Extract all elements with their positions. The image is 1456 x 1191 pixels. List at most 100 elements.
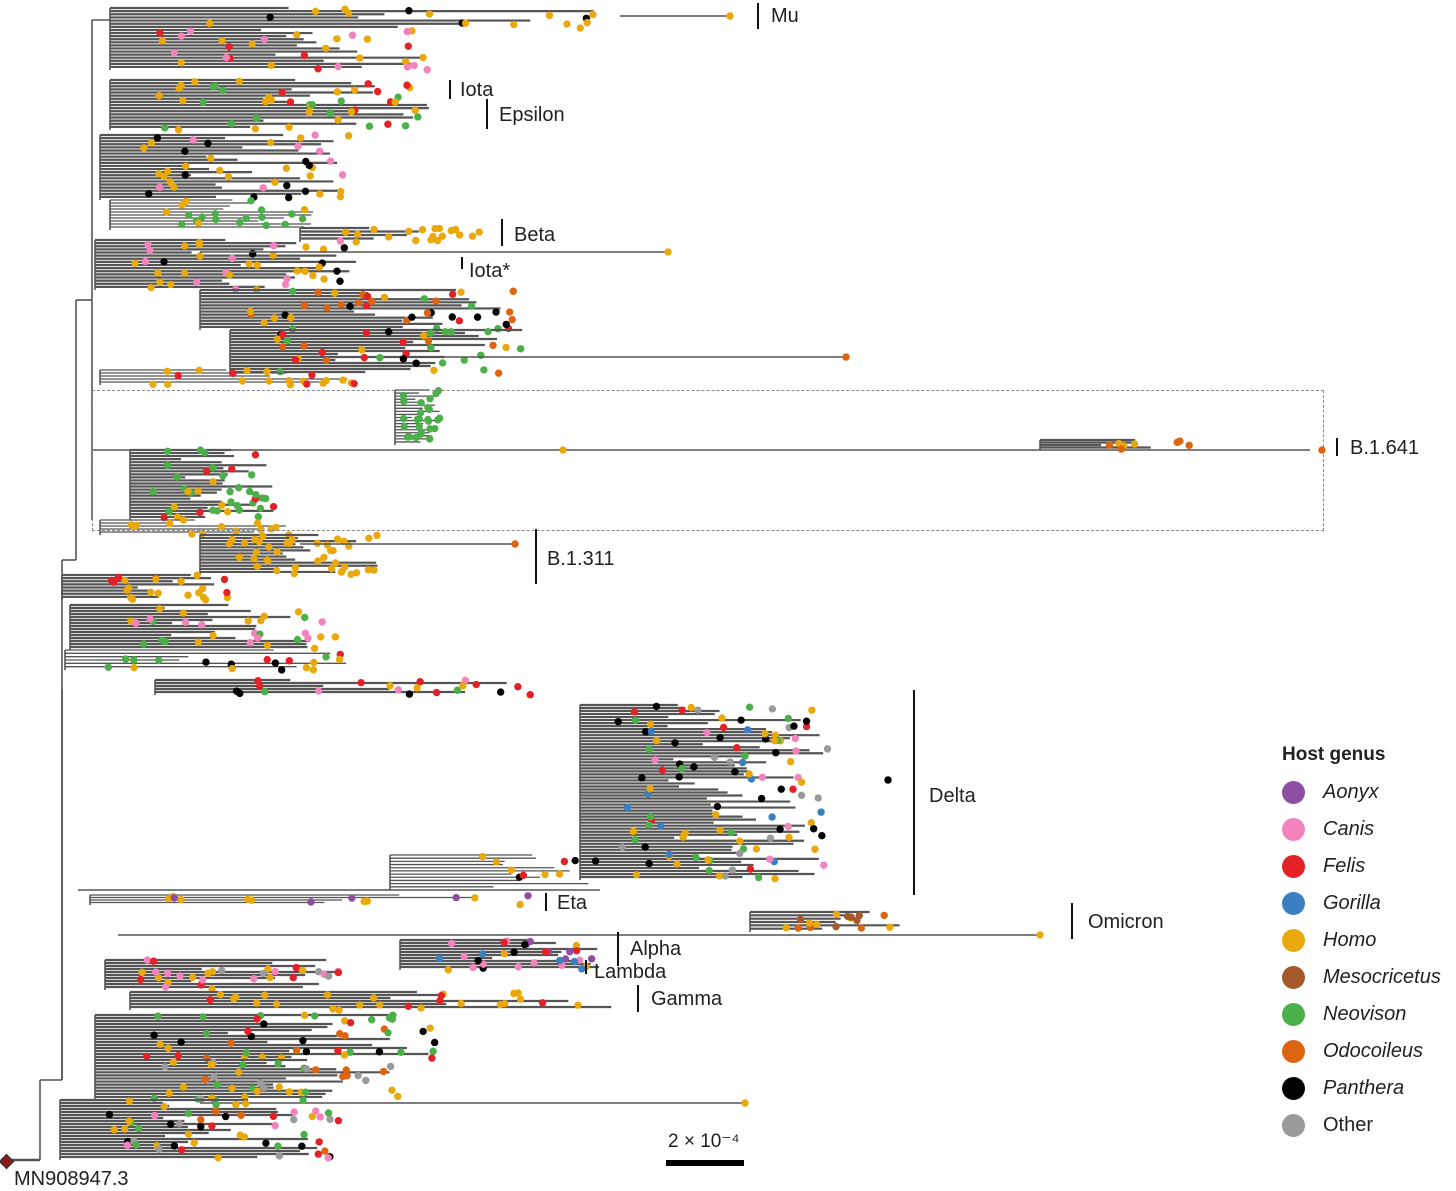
legend-item-felis: Felis [1282,848,1441,885]
legend-swatch-mesocricetus [1282,966,1305,989]
tip-dot [430,366,438,374]
tip-dot [186,27,195,36]
tip-dot [403,433,412,441]
tip-dot [281,311,289,319]
tip-dot [269,242,278,250]
tip-dot [197,1123,205,1131]
legend-swatch-panthera [1282,1077,1305,1100]
tip-dot [290,1108,298,1116]
tip-dot [253,1015,261,1023]
tip-dot [252,548,261,556]
tip-dot [420,295,428,303]
tip-dot [256,1079,264,1087]
tip-dot [244,1027,252,1035]
root-label: MN908947.3 [14,1168,129,1190]
tip-dot [311,131,319,139]
tip-dot [363,35,372,43]
tip-dot [322,44,330,52]
legend-item-neovison: Neovison [1282,996,1441,1033]
tip-dot [658,766,667,774]
tip-dot [631,716,640,724]
tip-dot [412,359,420,367]
tip-dot [386,682,394,690]
tip-dot [258,213,266,221]
tip-dot [455,231,464,239]
tip-dot [322,376,330,385]
tip-dot [741,752,749,760]
omicron-bar [1071,903,1073,939]
tip-dot [184,1109,193,1118]
tip-dot [638,774,646,782]
tip-dot [202,1029,211,1038]
legend-swatch-homo [1282,929,1305,952]
tip-dot [516,995,525,1003]
tip-dot [574,1001,582,1009]
tip-dot [432,297,440,305]
tip-dot [292,1046,301,1054]
tip-dot [324,972,333,980]
tip-dot [166,519,174,528]
tip-dot [244,895,252,904]
clade-label-iota: Iota [460,79,494,101]
legend-item-other: Other [1282,1107,1441,1144]
tip-dot [324,1154,332,1162]
tip-dot [322,653,330,661]
tip-dot [245,260,253,268]
tip-dot [181,147,189,156]
legend-label-odocoileus: Odocoileus [1323,1040,1424,1062]
legend-label-mesocricetus: Mesocricetus [1323,966,1441,988]
tip-dot [173,473,181,481]
tip-dot [405,690,414,698]
tip-dot [160,1102,168,1111]
tip-dot [399,338,407,346]
tip-dot [256,504,265,513]
delta-bar [913,690,915,895]
tip-dot [754,873,763,882]
tip-dot [149,487,157,496]
tip-dot [384,328,393,336]
tip-dot [802,717,811,725]
tip-dot [673,860,681,868]
tip-dot [156,1040,164,1048]
tip-dot [687,703,695,712]
tip-dot [438,359,447,367]
tip-dot [300,301,309,310]
tip-dot [341,1017,349,1025]
tip-dot [337,187,345,196]
tip-dot [694,706,702,714]
tip-dot [184,487,192,496]
tip-dot [333,267,341,275]
tip-dot [260,612,268,620]
tip-dot [263,556,272,564]
tip-dot [492,858,501,866]
tip-dot [737,716,745,724]
tip-dot [807,819,816,827]
tip-dot [263,641,272,650]
tip-dot [217,966,226,975]
tip-dot [318,348,326,357]
tip-dot [181,618,190,626]
tip-dot [204,139,212,148]
tip-dot [404,42,412,50]
tip-dot [276,367,284,376]
tip-dot [397,1048,405,1056]
tip-dot [786,757,795,766]
tip-dot [400,397,408,406]
tip-dot [324,1109,333,1117]
clade-label-lambda: Lambda [594,961,667,983]
legend-label-other: Other [1323,1114,1374,1136]
tip-dot [416,678,424,686]
tip-dot [208,1060,216,1069]
tip-dot [362,302,371,310]
tip-dot [209,506,217,514]
tip-dot [226,487,234,496]
tip-dot [492,308,500,316]
tip-dot [771,737,779,745]
tip-dot [426,1024,434,1032]
legend-item-canis: Canis [1282,811,1441,848]
tip-dot [403,27,411,36]
tip-dot [704,856,712,864]
clade-label-b1641: B.1.641 [1350,437,1419,459]
tip-dot [1185,441,1193,450]
